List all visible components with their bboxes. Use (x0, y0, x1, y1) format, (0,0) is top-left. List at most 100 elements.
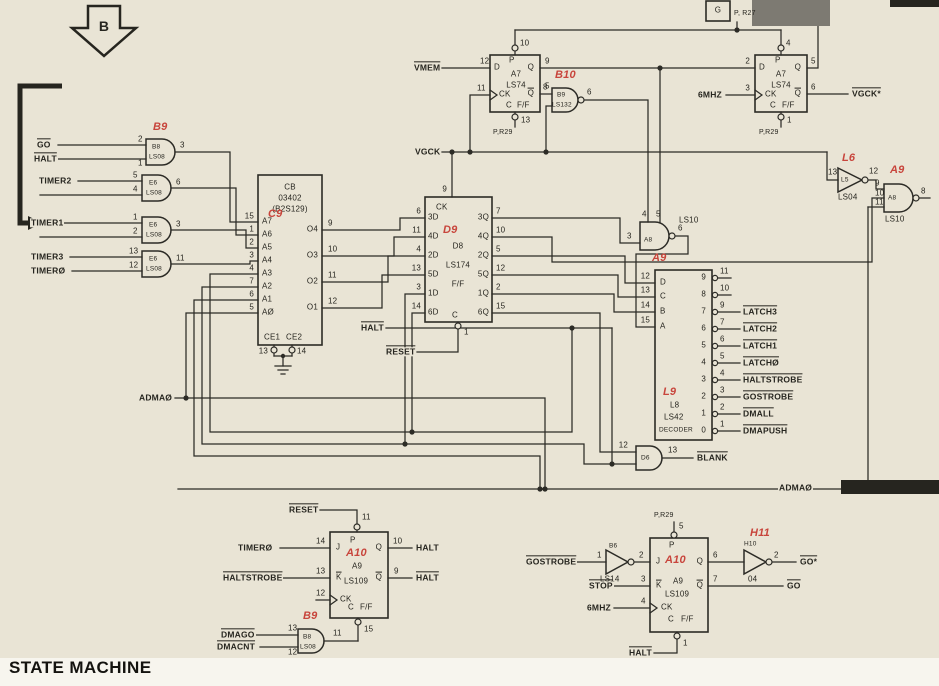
pin: 14 (297, 346, 307, 356)
ff4-ff: F/F (681, 614, 694, 624)
haltstrobe-out: HALTSTROBE (742, 374, 804, 385)
ff3-name: A9 (352, 561, 363, 571)
pin: 6 (587, 87, 592, 97)
pin: 11 (176, 253, 185, 263)
pin: 14 (411, 301, 421, 311)
pin: 14 (640, 300, 650, 310)
dec-func: DECODER (659, 426, 693, 434)
dmacnt-input: DMACNT (216, 641, 257, 652)
pin: 11 (720, 266, 729, 276)
ff4-name: A9 (673, 576, 684, 586)
pin: 13 (668, 445, 678, 455)
pin: 3 (249, 250, 254, 260)
gate-a8m-name: A8 (644, 236, 653, 244)
ff2-name: A7 (775, 69, 787, 79)
pin: 2 (496, 282, 501, 292)
pin: 3 (180, 140, 185, 150)
gate-e6c-name: E6 (149, 255, 158, 263)
adma0-bus-bar (841, 480, 939, 494)
prom-ce2: CE2 (286, 332, 303, 342)
halt-mid: HALT (360, 322, 385, 333)
flipflop-a7-left (489, 54, 541, 113)
pin: 1 (133, 212, 138, 222)
pin: 3 (641, 574, 646, 584)
halt-n-out: HALT (415, 572, 440, 583)
pin: 13 (521, 115, 531, 125)
latch0-out: LATCHØ (742, 357, 780, 368)
pin: 9 (720, 300, 725, 310)
ff3-ff: F/F (360, 602, 373, 612)
timer0-bl: TIMERØ (237, 542, 274, 553)
pin: 9 (545, 56, 550, 66)
dmall-out: DMALL (742, 408, 775, 419)
grid-ref: B10 (555, 69, 576, 81)
reg-c: C (452, 310, 458, 320)
prom-o3: O3 (306, 250, 318, 260)
prom-name: CB (284, 182, 296, 192)
gate-a8m-type: LS10 (679, 215, 699, 225)
pin: 13 (411, 263, 421, 273)
pin: 2 (774, 550, 779, 560)
ff1-ff: F/F (517, 100, 530, 110)
prom-part: 03402 (278, 193, 302, 203)
grid-ref: A10 (346, 547, 367, 559)
inverter-h10 (743, 548, 768, 576)
pin: 13 (258, 346, 268, 356)
dec-8: 8 (701, 289, 706, 299)
and-gate-d6 (635, 445, 663, 471)
pin: 13 (129, 246, 139, 256)
gate-a8r-type: LS10 (885, 214, 905, 224)
pin: 6 (416, 206, 421, 216)
pin: 1 (597, 550, 602, 560)
pin: 4 (133, 184, 138, 194)
ff2-type: LS74 (771, 80, 791, 90)
dec-7: 7 (701, 306, 706, 316)
adma0-left: ADMAØ (138, 392, 174, 403)
reg-3d: 3D (428, 212, 439, 222)
pin: 15 (640, 315, 650, 325)
dec-name: L8 (670, 400, 680, 410)
dec-2: 2 (701, 391, 706, 401)
pin: 4 (416, 244, 421, 254)
pin: 10 (875, 188, 885, 198)
pin: 1 (720, 419, 725, 429)
ff3-ck: CK (340, 594, 352, 604)
gate-d6-name: D6 (641, 454, 650, 462)
pin: 12 (618, 440, 628, 450)
dec-0: 0 (701, 425, 706, 435)
pin: 2 (720, 402, 725, 412)
gate-a8r-name: A8 (888, 194, 897, 202)
pin: 13 (316, 566, 326, 576)
ff1-type: LS74 (506, 80, 526, 90)
pin: 2 (249, 237, 254, 247)
dec-3: 3 (701, 374, 706, 384)
prom-a3: A3 (262, 268, 273, 278)
bubbles (270, 44, 920, 640)
pin: 15 (244, 211, 254, 221)
grid-ref: D9 (443, 224, 458, 236)
pin: 4 (720, 368, 725, 378)
pin: 12 (480, 56, 490, 66)
pin: 4 (786, 38, 791, 48)
ff1-d: D (494, 62, 500, 72)
ff1-name: A7 (510, 69, 522, 79)
haltstrobe-bl: HALTSTROBE (222, 572, 284, 583)
pin: 7 (496, 206, 501, 216)
gate-b6-name: B6 (609, 542, 618, 550)
pin: 14 (316, 536, 326, 546)
pin: 3 (416, 282, 421, 292)
grid-ref: L6 (842, 152, 856, 164)
gate-l5-type: LS04 (838, 192, 858, 202)
chip-outlines (257, 0, 808, 633)
prom-part2: (B2S129) (272, 204, 308, 214)
pullup-ref: P, R27 (734, 10, 756, 18)
flipflop-a9-right (649, 537, 709, 633)
reset-bl: RESET (288, 504, 320, 515)
pin: 9 (394, 566, 399, 576)
pin: 13 (288, 623, 298, 633)
pin: 10 (520, 38, 530, 48)
grid-ref: B9 (153, 121, 168, 133)
dec-1: 1 (701, 408, 706, 418)
gate-e6b-type: LS08 (146, 231, 162, 239)
gates (141, 87, 914, 654)
